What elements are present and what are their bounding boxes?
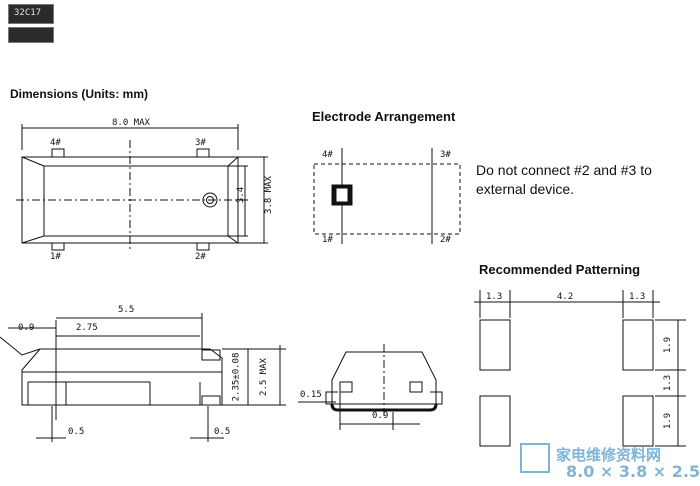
top-view-drawing bbox=[16, 124, 268, 252]
electrode-pin-4: 4# bbox=[322, 150, 333, 160]
component-photo-side bbox=[8, 27, 54, 43]
side-d5-label: 0.5 bbox=[214, 427, 231, 437]
top-width-max-label: 3.8 MAX bbox=[263, 176, 274, 214]
electrode-pin-2: 2# bbox=[440, 235, 451, 245]
watermark-logo-icon bbox=[520, 443, 550, 473]
electrode-title: Electrode Arrangement bbox=[312, 109, 456, 124]
side-height-label: 2.35±0.08 bbox=[231, 352, 242, 402]
top-pin-1: 1# bbox=[50, 252, 61, 262]
top-pin-4: 4# bbox=[50, 138, 61, 148]
electrode-note: Do not connect #2 and #3 to external dev… bbox=[476, 162, 652, 197]
side-d1-label: 5.5 bbox=[118, 305, 135, 315]
pattern-w1-label: 1.3 bbox=[486, 292, 503, 302]
end-view-drawing bbox=[298, 344, 443, 430]
pattern-gap-v-label: 1.3 bbox=[663, 374, 674, 392]
pattern-h1-label: 1.9 bbox=[663, 336, 674, 354]
pattern-h2-label: 1.9 bbox=[663, 412, 674, 430]
top-pin-2: 2# bbox=[195, 252, 206, 262]
top-width-label: 3.4 bbox=[236, 186, 247, 204]
end-d1-label: 0.15 bbox=[300, 390, 322, 400]
top-length-label: 8.0 MAX bbox=[112, 118, 150, 128]
electrode-pin-3: 3# bbox=[440, 150, 451, 160]
electrode-diagram bbox=[313, 148, 461, 244]
side-d4-label: 0.5 bbox=[68, 427, 85, 437]
top-pin-3: 3# bbox=[195, 138, 206, 148]
patterning-title: Recommended Patterning bbox=[479, 262, 641, 277]
patterning-diagram bbox=[474, 290, 686, 447]
side-height-max-label: 2.5 MAX bbox=[258, 358, 269, 396]
component-photo-top: 32C17 bbox=[8, 4, 54, 24]
component-marking: 32C17 bbox=[14, 8, 42, 18]
side-view-drawing bbox=[0, 313, 286, 442]
pattern-w2-label: 1.3 bbox=[629, 292, 646, 302]
watermark-text: 家电维修资料网 bbox=[556, 446, 662, 464]
electrode-pin-1: 1# bbox=[322, 235, 333, 245]
watermark-size: 8.0 × 3.8 × 2.5 bbox=[566, 462, 700, 481]
pattern-gap-label: 4.2 bbox=[557, 292, 574, 302]
end-d2-label: 0.9 bbox=[372, 411, 389, 421]
dimensions-title: Dimensions (Units: mm) bbox=[10, 87, 149, 101]
side-d3-label: 2.75 bbox=[76, 323, 98, 333]
side-d2-label: 0.9 bbox=[18, 323, 35, 333]
